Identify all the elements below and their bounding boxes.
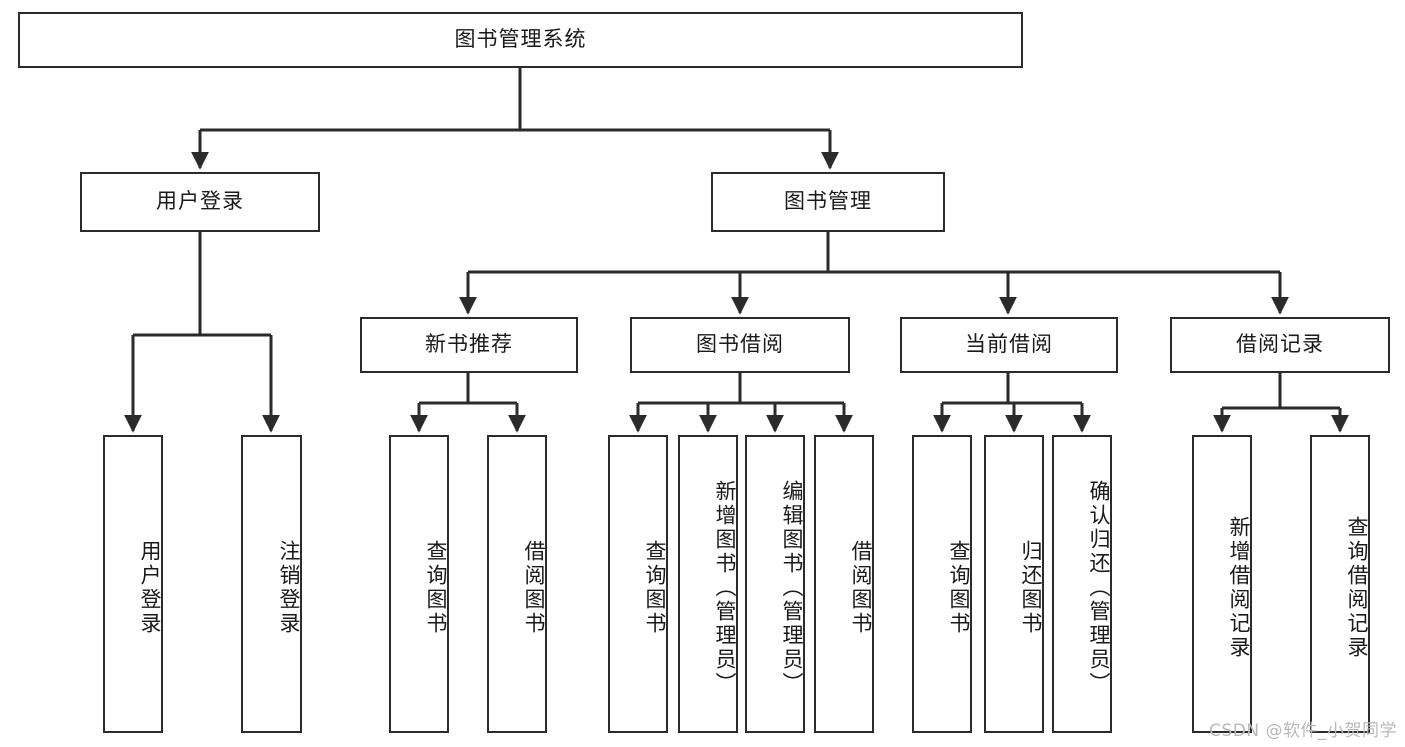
node-leaf-query-book-current[interactable]: 查询图书	[912, 435, 972, 733]
node-leaf-query-borrow-record[interactable]: 查询借阅记录	[1310, 435, 1370, 733]
node-leaf-add-book-admin[interactable]: 新增图书（管理员）	[678, 435, 738, 733]
node-borrow-record-label: 借阅记录	[1236, 332, 1324, 357]
node-new-book-recommend[interactable]: 新书推荐	[360, 317, 578, 373]
node-current-borrow-label: 当前借阅	[965, 332, 1053, 357]
node-user-login-label: 用户登录	[156, 189, 244, 214]
node-borrow-record[interactable]: 借阅记录	[1170, 317, 1390, 373]
node-book-management-label: 图书管理	[784, 189, 872, 214]
node-leaf-logout[interactable]: 注销登录	[241, 435, 302, 733]
node-book-management[interactable]: 图书管理	[711, 172, 945, 232]
node-leaf-add-borrow-record[interactable]: 新增借阅记录	[1192, 435, 1252, 733]
node-new-book-recommend-label: 新书推荐	[425, 332, 513, 357]
node-leaf-confirm-return-admin-label: 确认归还（管理员）	[1087, 480, 1111, 696]
node-leaf-confirm-return-admin[interactable]: 确认归还（管理员）	[1052, 435, 1112, 733]
node-leaf-query-book-new[interactable]: 查询图书	[389, 435, 449, 733]
node-book-borrow[interactable]: 图书借阅	[630, 317, 850, 373]
node-leaf-borrow-book-borrow-label: 借阅图书	[849, 540, 873, 636]
node-leaf-logout-label: 注销登录	[277, 540, 301, 636]
node-leaf-user-login-label: 用户登录	[138, 540, 162, 636]
node-leaf-user-login[interactable]: 用户登录	[103, 435, 163, 733]
node-leaf-query-borrow-record-label: 查询借阅记录	[1345, 516, 1369, 660]
node-book-borrow-label: 图书借阅	[696, 332, 784, 357]
node-leaf-return-book[interactable]: 归还图书	[984, 435, 1044, 733]
node-root-system[interactable]: 图书管理系统	[18, 12, 1023, 68]
node-leaf-query-book-new-label: 查询图书	[424, 540, 448, 636]
node-leaf-borrow-book-new[interactable]: 借阅图书	[487, 435, 547, 733]
csdn-watermark: CSDN @软件_小贺同学	[1209, 721, 1397, 741]
node-leaf-return-book-label: 归还图书	[1019, 540, 1043, 636]
node-root-label: 图书管理系统	[454, 27, 587, 52]
node-leaf-query-book-borrow-label: 查询图书	[643, 540, 667, 636]
node-leaf-edit-book-admin[interactable]: 编辑图书（管理员）	[745, 435, 805, 733]
node-leaf-edit-book-admin-label: 编辑图书（管理员）	[780, 480, 804, 696]
node-current-borrow[interactable]: 当前借阅	[900, 317, 1118, 373]
node-leaf-borrow-book-new-label: 借阅图书	[522, 540, 546, 636]
node-leaf-add-book-admin-label: 新增图书（管理员）	[713, 480, 737, 696]
node-leaf-borrow-book-borrow[interactable]: 借阅图书	[814, 435, 874, 733]
node-leaf-add-borrow-record-label: 新增借阅记录	[1227, 516, 1251, 660]
node-leaf-query-book-current-label: 查询图书	[947, 540, 971, 636]
node-leaf-query-book-borrow[interactable]: 查询图书	[608, 435, 668, 733]
node-user-login[interactable]: 用户登录	[80, 172, 320, 232]
